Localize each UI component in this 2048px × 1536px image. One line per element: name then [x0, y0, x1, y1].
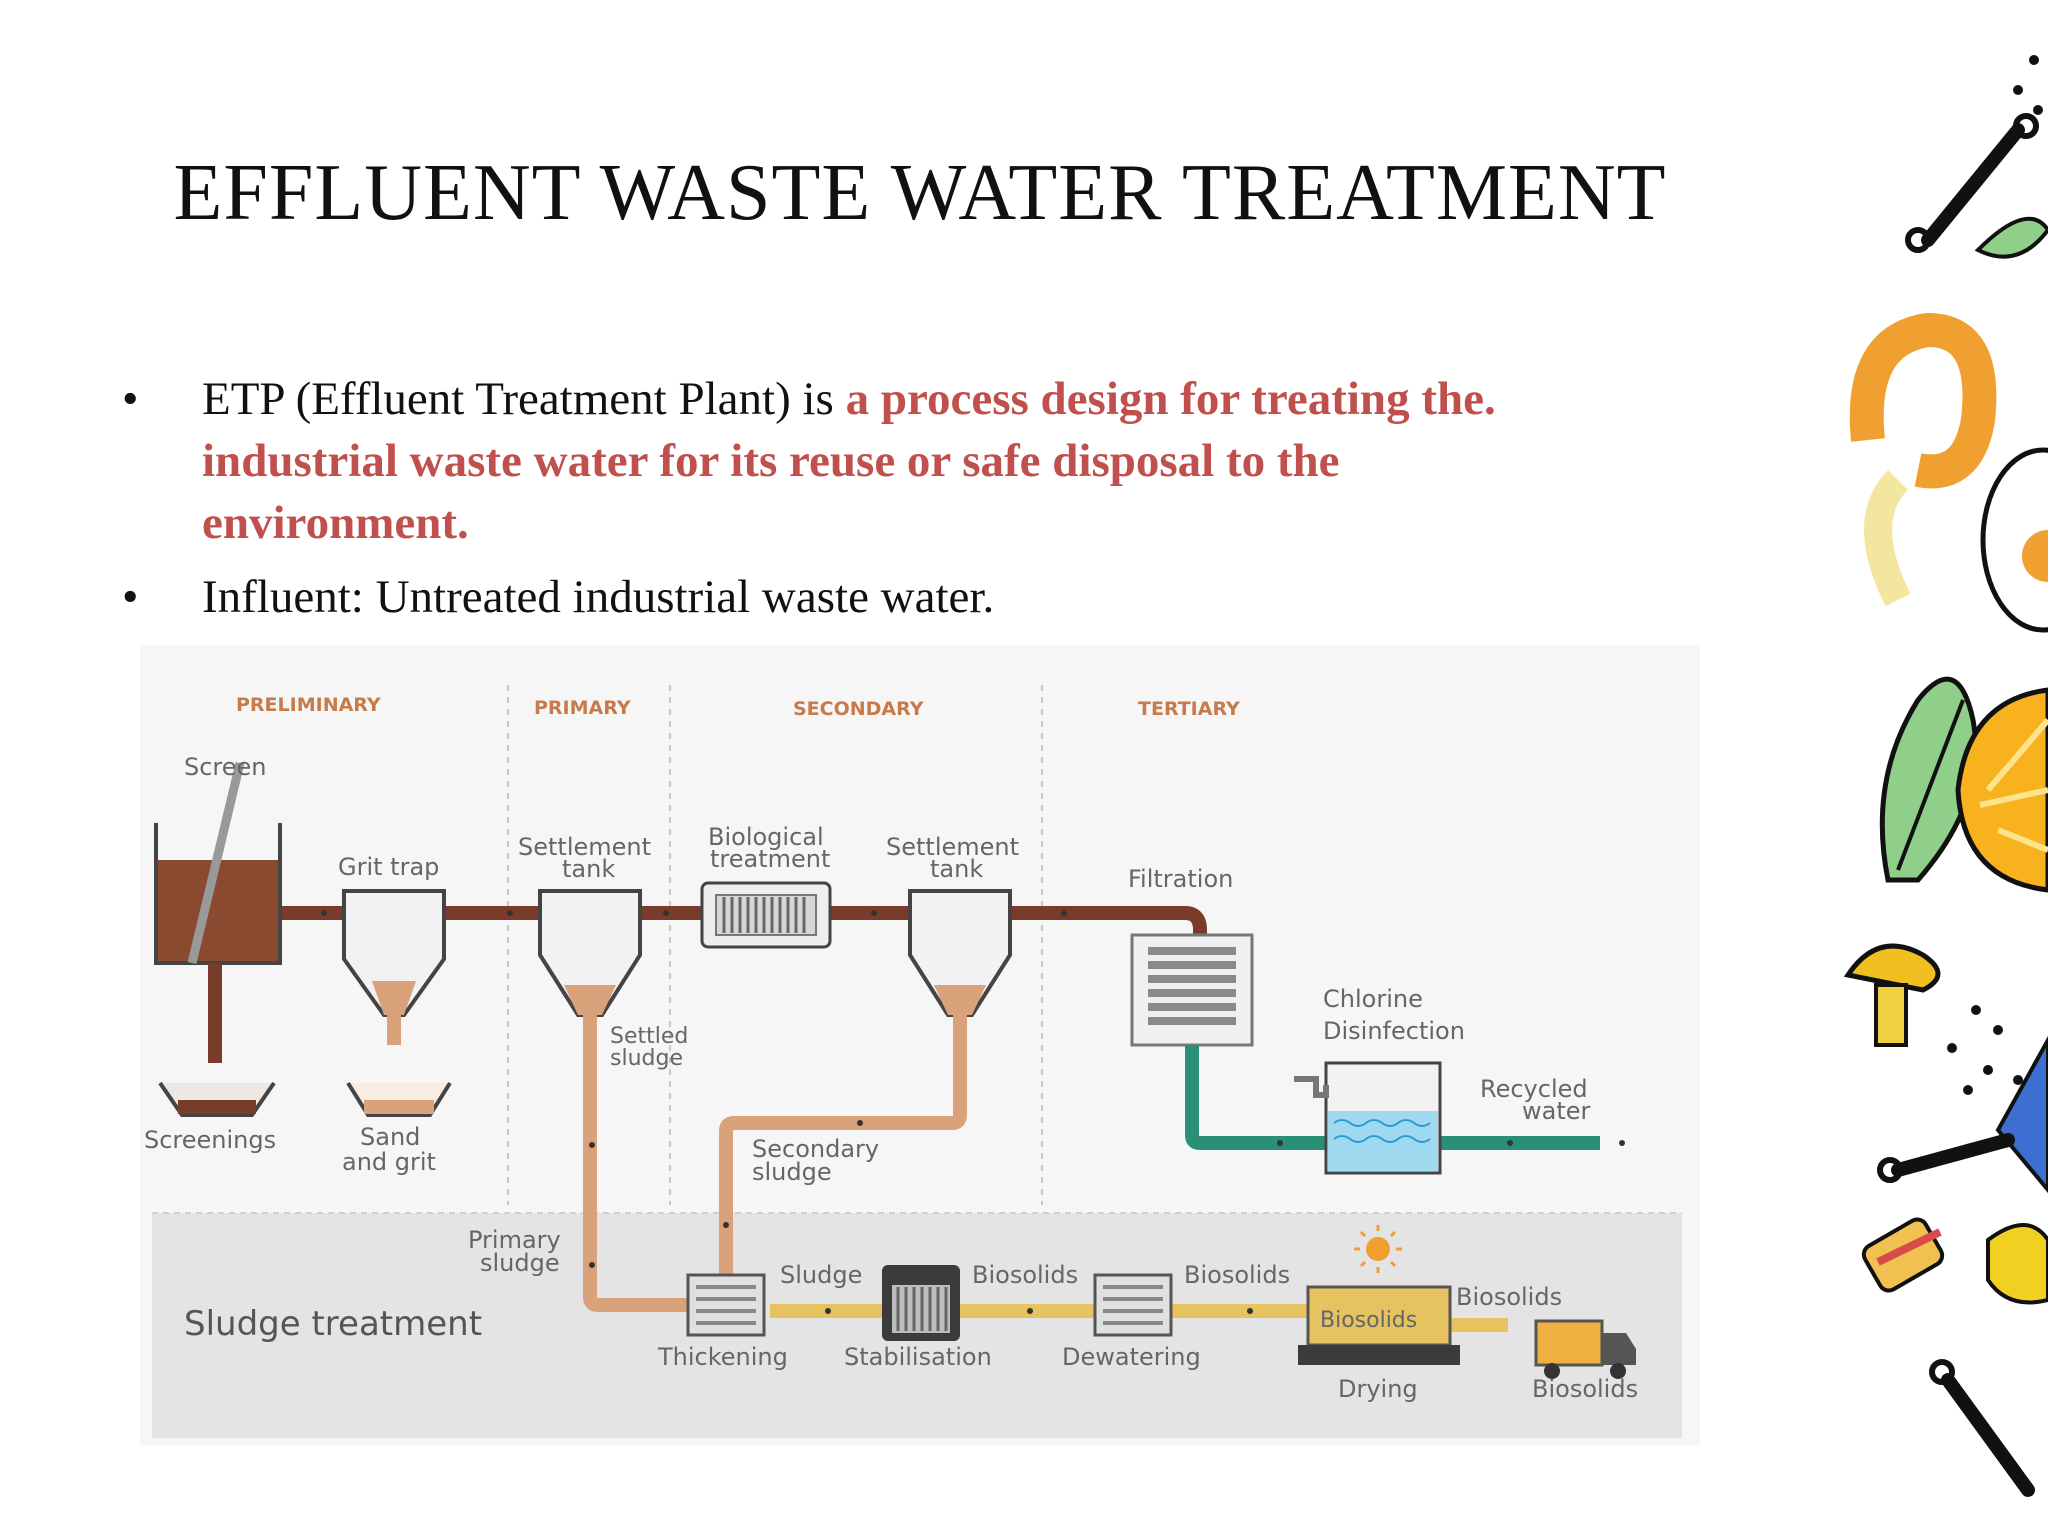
label-settlement-1a: Settlement: [518, 833, 651, 861]
drying-unit: [1298, 1225, 1460, 1365]
bullet-highlight-disposal: industrial waste water for its reuse or …: [202, 435, 1340, 549]
secondary-sludge-pipe: [719, 1015, 967, 1285]
grit-trap-unit: [342, 889, 446, 1045]
bullet-text-plain: ETP (Effluent Treatment Plant) is: [202, 373, 846, 425]
label-screenings: Screenings: [144, 1126, 276, 1154]
label-sludge: Sludge: [780, 1261, 862, 1289]
label-sludge-treatment: Sludge treatment: [184, 1304, 482, 1344]
label-dewatering: Dewatering: [1062, 1343, 1201, 1371]
label-biosolids-2: Biosolids: [1184, 1261, 1290, 1289]
bullet-item-influent: • Influent: Untreated industrial waste w…: [118, 566, 1598, 628]
slide-title: EFFLUENT WASTE WATER TREATMENT: [173, 149, 1667, 237]
label-settlement-2a: Settlement: [886, 833, 1019, 861]
settlement-tank-2: [908, 889, 1012, 1017]
label-water: water: [1522, 1097, 1591, 1125]
label-treatment: treatment: [710, 845, 830, 873]
bone-doodle-icon-3: [1929, 1359, 2035, 1497]
stage-label-preliminary: PRELIMINARY: [236, 694, 381, 716]
label-biosolids-1: Biosolids: [972, 1261, 1078, 1289]
label-secondary-sludge: sludge: [752, 1158, 832, 1186]
thickening-unit: [686, 1273, 766, 1337]
leaf-doodle-icon: [1974, 216, 2048, 259]
label-filtration: Filtration: [1128, 865, 1233, 893]
bullet-text-end: .: [457, 497, 469, 549]
bullet-item-etp: • ETP (Effluent Treatment Plant) is a pr…: [118, 368, 1598, 554]
label-biosolids-drying: Biosolids: [1320, 1308, 1417, 1333]
sun-icon: [1366, 1237, 1390, 1261]
label-thickening: Thickening: [657, 1343, 788, 1371]
label-settled-sludge: sludge: [610, 1046, 683, 1071]
bullet-text-influent: Influent: Untreated industrial waste wat…: [202, 571, 995, 623]
stage-label-tertiary: TERTIARY: [1138, 698, 1240, 720]
label-disinfection: Disinfection: [1323, 1017, 1465, 1045]
seed-dots-icon: [1947, 55, 2043, 1095]
label-grit: and grit: [342, 1148, 436, 1176]
orange-peel-icon: [1849, 312, 1997, 607]
bullet-text-sep: .: [1483, 373, 1496, 425]
label-drying: Drying: [1338, 1375, 1418, 1403]
clean-water-pipe: [1185, 1045, 1600, 1150]
primary-sludge-pipe: [583, 1015, 700, 1312]
screen-bar: [187, 761, 245, 965]
bone-doodle-icon-2: [1877, 1133, 2015, 1183]
label-biosolids-truck: Biosolids: [1532, 1375, 1638, 1403]
dewatering-unit: [1093, 1273, 1173, 1337]
stabilisation-unit: [882, 1265, 960, 1341]
egg-icon: [1980, 447, 2048, 633]
settlement-tank-1: [538, 889, 642, 1017]
label-settlement-2b: tank: [930, 855, 983, 883]
label-primary: Primary: [468, 1226, 561, 1254]
filtration-unit: [1130, 933, 1254, 1047]
label-settlement-1b: tank: [562, 855, 615, 883]
label-settled: Settled: [610, 1024, 688, 1049]
label-chlorine: Chlorine: [1323, 985, 1423, 1013]
main-waste-pipe: [270, 906, 1207, 937]
stage-label-secondary: SECONDARY: [793, 698, 924, 720]
bottle-shard-icon: [1995, 1035, 2048, 1194]
bullet-list: • ETP (Effluent Treatment Plant) is a pr…: [118, 368, 1598, 640]
label-screen: Screen: [184, 753, 267, 781]
screen-unit: [154, 761, 282, 1063]
tap-icon: [1294, 1076, 1329, 1098]
label-biological: Biological: [708, 823, 824, 851]
bone-doodle-icon: [1905, 113, 2039, 253]
mushroom-icon: [1843, 943, 1941, 1047]
label-stabilisation: Stabilisation: [844, 1343, 992, 1371]
label-grit-trap: Grit trap: [338, 853, 439, 881]
cheese-icon: [1986, 1223, 2048, 1305]
bullet-marker: •: [122, 571, 139, 623]
stage-label-primary: PRIMARY: [534, 697, 631, 719]
label-secondary: Secondary: [752, 1135, 879, 1163]
treatment-process-diagram: PRELIMINARY PRIMARY SECONDARY TERTIARY S…: [140, 645, 1700, 1445]
label-sand: Sand: [360, 1123, 420, 1151]
flow-markers: [321, 910, 1513, 1314]
truck-icon: [1534, 1319, 1636, 1379]
orange-slice-icon: [1955, 687, 2048, 893]
bullet-marker: •: [122, 373, 139, 425]
sandwich-icon: [1861, 1217, 1945, 1293]
bullet-highlight-process: a process design for treating the: [845, 373, 1484, 425]
label-recycled: Recycled: [1480, 1075, 1588, 1103]
biological-treatment-unit: [700, 881, 832, 949]
label-primary-sludge: sludge: [480, 1249, 560, 1277]
food-waste-doodle-decoration: [1843, 55, 2048, 1497]
chlorine-disinfection-tank: [1294, 1061, 1442, 1175]
label-biosolids-3: Biosolids: [1456, 1283, 1562, 1311]
